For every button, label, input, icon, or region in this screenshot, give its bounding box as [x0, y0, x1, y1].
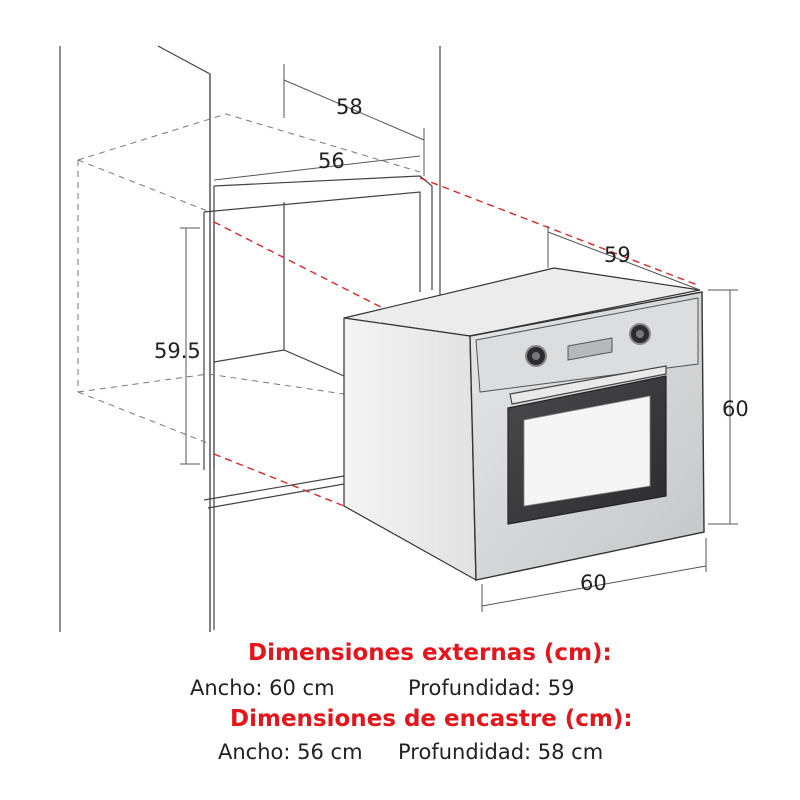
oven-display: [567, 337, 613, 361]
guide-bottom-left: [77, 391, 211, 445]
dim-label-oven-width: 60: [580, 571, 607, 595]
dim-label-cavity-depth: 58: [336, 95, 363, 119]
oven-side-face: [343, 317, 477, 582]
cavity-sill-lower: [207, 483, 345, 509]
red-guide-bottom: [213, 453, 345, 507]
projection-guides: [213, 177, 701, 507]
dim-label-cavity-width: 56: [318, 149, 345, 173]
external-depth-text: Profundidad: 59: [408, 676, 575, 700]
left-knob-icon: [525, 345, 547, 367]
dim-line-60-width: [481, 565, 707, 607]
dim-line-58: [283, 79, 425, 141]
dimension-lines: [180, 64, 738, 612]
oven-door-handle: [509, 365, 667, 405]
dim-label-oven-height: 60: [722, 397, 749, 421]
fitting-dimensions-heading: Dimensiones de encastre (cm):: [230, 706, 633, 732]
dim-label-oven-depth: 59: [604, 243, 631, 267]
guide-bottom-back: [77, 373, 345, 395]
dim-line-59: [547, 231, 701, 291]
oven-window-glass: [523, 395, 651, 507]
fitting-width-text: Ancho: 56 cm: [218, 740, 363, 764]
cavity-guides: [77, 113, 421, 445]
dim-label-cavity-height: 59.5: [154, 339, 201, 363]
red-guide-top-right: [419, 177, 701, 287]
cavity-top-front: [203, 191, 421, 292]
red-guide-top: [213, 221, 419, 327]
guide-top-left: [77, 113, 421, 173]
cavity-sill: [203, 475, 345, 501]
cavity-top-edge: [213, 175, 433, 290]
external-dimensions-heading: Dimensiones externas (cm):: [248, 640, 612, 666]
right-knob-icon: [629, 323, 651, 345]
external-width-text: Ancho: 60 cm: [190, 676, 335, 700]
fitting-depth-text: Profundidad: 58 cm: [398, 740, 604, 764]
cavity-floor-line: [213, 349, 345, 377]
guide-top-front: [77, 159, 211, 213]
oven: [343, 267, 705, 582]
oven-installation-diagram: 58 56 59.5 59 60 60: [59, 45, 749, 632]
dim-line-56: [213, 155, 421, 181]
